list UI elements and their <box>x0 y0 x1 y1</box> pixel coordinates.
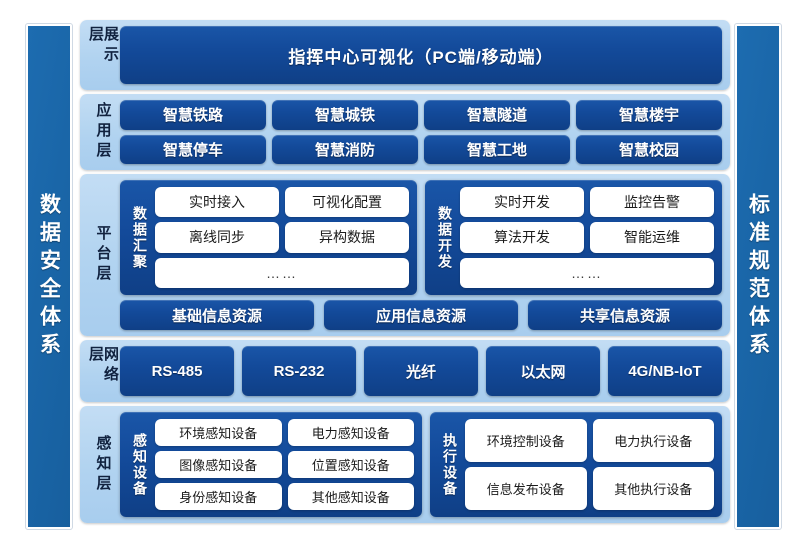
aggregation-item-heterogeneous-data[interactable]: 异构数据 <box>285 222 409 253</box>
aggregation-row-3: …… <box>155 257 409 288</box>
sensing-item-location[interactable]: 位置感知设备 <box>287 451 414 478</box>
execution-item-info-release[interactable]: 信息发布设备 <box>465 467 587 510</box>
aggregation-row-2: 离线同步 异构数据 <box>155 222 409 253</box>
development-row-3: …… <box>460 257 714 288</box>
app-item-smart-firefighting[interactable]: 智慧消防 <box>272 134 418 164</box>
sensing-row-2: 图像感知设备 位置感知设备 <box>155 451 414 478</box>
platform-modules: 数据汇聚 实时接入 可视化配置 离线同步 异构数据 <box>120 180 722 295</box>
layer-platform-label: 平台层 <box>86 180 120 330</box>
layer-display-label: 展示层 <box>86 26 120 84</box>
layer-sensing-body: 感知设备 环境感知设备 电力感知设备 图像感知设备 位置感知设备 <box>120 412 722 517</box>
module-sensing-devices-label-text: 感知设备 <box>132 432 148 497</box>
network-item-4g-nbiot[interactable]: 4G/NB-IoT <box>608 346 722 396</box>
aggregation-item-more[interactable]: …… <box>155 257 409 288</box>
sidebar-left-label: 数据安全体系 <box>37 192 61 361</box>
module-execution-devices-grid: 环境控制设备 电力执行设备 信息发布设备 其他执行设备 <box>465 419 714 510</box>
app-item-smart-construction-site[interactable]: 智慧工地 <box>424 134 570 164</box>
layer-platform-body: 数据汇聚 实时接入 可视化配置 离线同步 异构数据 <box>120 180 722 330</box>
sensing-row-3: 身份感知设备 其他感知设备 <box>155 483 414 510</box>
module-data-development-label: 数据开发 <box>430 187 460 288</box>
platform-resource-row: 基础信息资源 应用信息资源 共享信息资源 <box>120 300 722 330</box>
network-item-fiber[interactable]: 光纤 <box>364 346 478 396</box>
network-item-ethernet[interactable]: 以太网 <box>486 346 600 396</box>
layer-stack: 展示层 指挥中心可视化（PC端/移动端） 应用层 智慧铁路 智慧城铁 智慧隧道 … <box>80 20 730 533</box>
app-item-smart-railway[interactable]: 智慧铁路 <box>120 100 266 130</box>
development-item-realtime-dev[interactable]: 实时开发 <box>460 187 584 218</box>
module-sensing-devices: 感知设备 环境感知设备 电力感知设备 图像感知设备 位置感知设备 <box>120 412 422 517</box>
network-item-rs485[interactable]: RS-485 <box>120 346 234 396</box>
development-item-algorithm-dev[interactable]: 算法开发 <box>460 222 584 253</box>
module-execution-devices-label-text: 执行设备 <box>442 432 458 497</box>
module-data-aggregation: 数据汇聚 实时接入 可视化配置 离线同步 异构数据 <box>120 180 417 295</box>
resource-item-application-info[interactable]: 应用信息资源 <box>324 300 518 330</box>
sensing-item-identity[interactable]: 身份感知设备 <box>155 483 282 510</box>
network-item-rs232[interactable]: RS-232 <box>242 346 356 396</box>
layer-application: 应用层 智慧铁路 智慧城铁 智慧隧道 智慧楼宇 智慧停车 智慧消防 智慧工地 智… <box>80 94 730 170</box>
application-row-1: 智慧铁路 智慧城铁 智慧隧道 智慧楼宇 <box>120 100 722 130</box>
module-data-aggregation-label-text: 数据汇聚 <box>132 205 148 270</box>
execution-item-power[interactable]: 电力执行设备 <box>592 419 714 462</box>
app-item-smart-urban-rail[interactable]: 智慧城铁 <box>272 100 418 130</box>
layer-application-body: 智慧铁路 智慧城铁 智慧隧道 智慧楼宇 智慧停车 智慧消防 智慧工地 智慧校园 <box>120 100 722 164</box>
layer-display: 展示层 指挥中心可视化（PC端/移动端） <box>80 20 730 90</box>
sidebar-standards: 标准规范体系 <box>734 23 782 530</box>
execution-item-environment-control[interactable]: 环境控制设备 <box>465 419 587 462</box>
layer-network-body: RS-485 RS-232 光纤 以太网 4G/NB-IoT <box>120 346 722 396</box>
aggregation-item-offline-sync[interactable]: 离线同步 <box>155 222 279 253</box>
sensing-item-environment[interactable]: 环境感知设备 <box>155 419 282 446</box>
development-item-more[interactable]: …… <box>460 257 714 288</box>
layer-application-label-text: 应用层 <box>94 102 112 162</box>
layer-sensing-label-text: 感知层 <box>94 434 112 495</box>
layer-sensing: 感知层 感知设备 环境感知设备 电力感知设备 <box>80 406 730 523</box>
app-item-smart-parking[interactable]: 智慧停车 <box>120 134 266 164</box>
aggregation-item-visual-config[interactable]: 可视化配置 <box>285 187 409 218</box>
module-execution-devices-label: 执行设备 <box>435 419 465 510</box>
display-command-center-box[interactable]: 指挥中心可视化（PC端/移动端） <box>120 26 722 84</box>
development-row-2: 算法开发 智能运维 <box>460 222 714 253</box>
sidebar-right-label: 标准规范体系 <box>746 192 770 361</box>
resource-item-shared-info[interactable]: 共享信息资源 <box>528 300 722 330</box>
layer-display-body: 指挥中心可视化（PC端/移动端） <box>120 26 722 84</box>
execution-row-2: 信息发布设备 其他执行设备 <box>465 467 714 510</box>
layer-platform: 平台层 数据汇聚 实时接入 可视化配置 <box>80 174 730 336</box>
module-data-development-grid: 实时开发 监控告警 算法开发 智能运维 …… <box>460 187 714 288</box>
app-item-smart-tunnel[interactable]: 智慧隧道 <box>424 100 570 130</box>
resource-item-basic-info[interactable]: 基础信息资源 <box>120 300 314 330</box>
execution-row-1: 环境控制设备 电力执行设备 <box>465 419 714 462</box>
module-data-development: 数据开发 实时开发 监控告警 算法开发 智能运维 <box>425 180 722 295</box>
application-row-2: 智慧停车 智慧消防 智慧工地 智慧校园 <box>120 134 722 164</box>
sensing-row-1: 环境感知设备 电力感知设备 <box>155 419 414 446</box>
app-item-smart-campus[interactable]: 智慧校园 <box>576 134 722 164</box>
layer-network-label-text: 网络层 <box>87 346 119 386</box>
development-item-monitoring-alarm[interactable]: 监控告警 <box>590 187 714 218</box>
layer-display-label-text: 展示层 <box>87 26 119 66</box>
layer-platform-label-text: 平台层 <box>94 225 112 285</box>
layer-network-label: 网络层 <box>86 346 120 396</box>
module-execution-devices: 执行设备 环境控制设备 电力执行设备 信息发布设备 其他执行设备 <box>430 412 722 517</box>
sensing-item-power[interactable]: 电力感知设备 <box>287 419 414 446</box>
aggregation-item-realtime-ingest[interactable]: 实时接入 <box>155 187 279 218</box>
sensing-item-image[interactable]: 图像感知设备 <box>155 451 282 478</box>
module-data-aggregation-label: 数据汇聚 <box>125 187 155 288</box>
layer-application-label: 应用层 <box>86 100 120 164</box>
module-sensing-devices-grid: 环境感知设备 电力感知设备 图像感知设备 位置感知设备 身份感知设备 其他感知设… <box>155 419 414 510</box>
app-item-smart-building[interactable]: 智慧楼宇 <box>576 100 722 130</box>
development-item-intelligent-ops[interactable]: 智能运维 <box>590 222 714 253</box>
execution-item-other[interactable]: 其他执行设备 <box>592 467 714 510</box>
module-data-development-label-text: 数据开发 <box>437 205 453 270</box>
network-items-row: RS-485 RS-232 光纤 以太网 4G/NB-IoT <box>120 346 722 396</box>
sensing-modules: 感知设备 环境感知设备 电力感知设备 图像感知设备 位置感知设备 <box>120 412 722 517</box>
development-row-1: 实时开发 监控告警 <box>460 187 714 218</box>
layer-sensing-label: 感知层 <box>86 412 120 517</box>
aggregation-row-1: 实时接入 可视化配置 <box>155 187 409 218</box>
sensing-item-other[interactable]: 其他感知设备 <box>287 483 414 510</box>
module-data-aggregation-grid: 实时接入 可视化配置 离线同步 异构数据 …… <box>155 187 409 288</box>
layer-network: 网络层 RS-485 RS-232 光纤 以太网 4G/NB-IoT <box>80 340 730 402</box>
module-sensing-devices-label: 感知设备 <box>125 419 155 510</box>
sidebar-data-security: 数据安全体系 <box>25 23 73 530</box>
